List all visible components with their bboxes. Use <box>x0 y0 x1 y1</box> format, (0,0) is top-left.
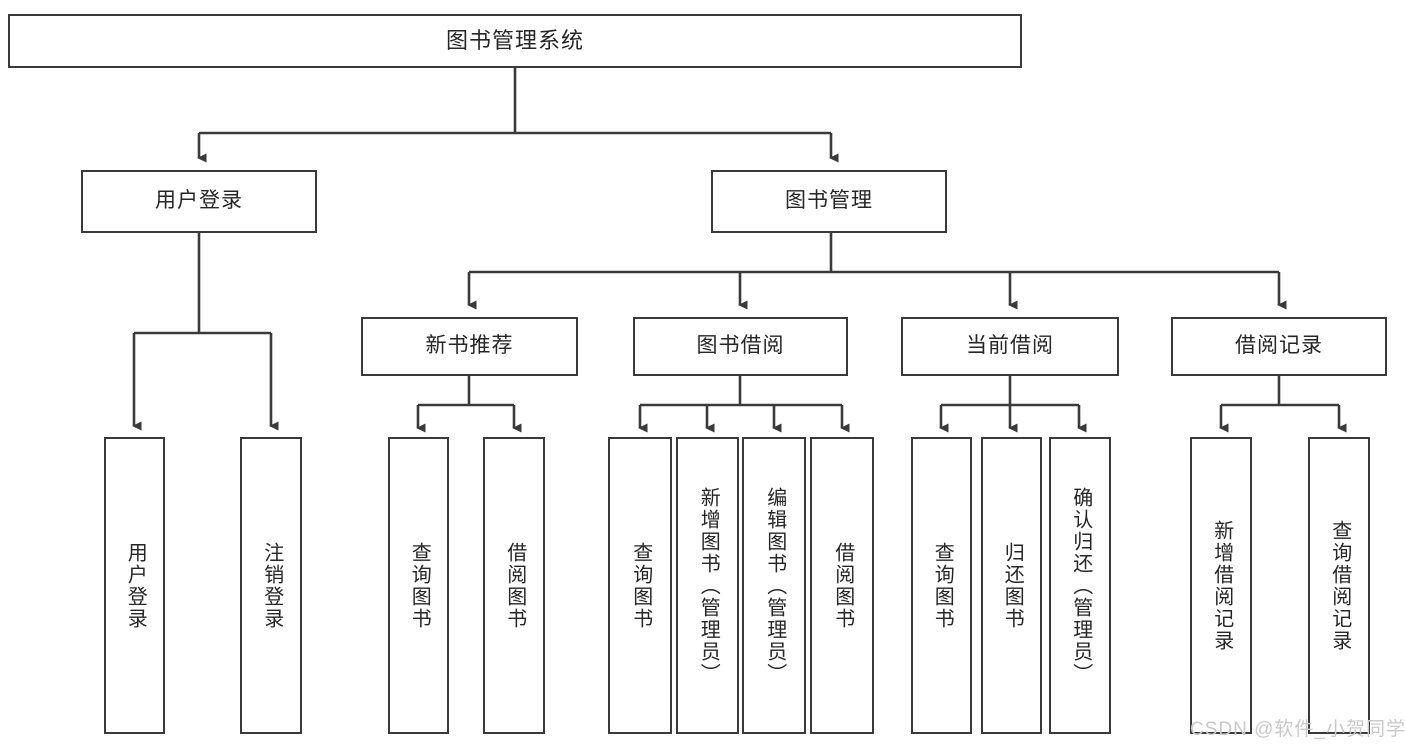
node-book-management[interactable]: 图书管理 <box>711 170 947 233</box>
node-label: 编辑图书（管理员） <box>763 486 786 685</box>
node-label: 当前借阅 <box>966 334 1054 358</box>
leaf-query-book-recommend[interactable]: 查询图书 <box>388 437 449 734</box>
node-label: 用户登录 <box>124 541 147 630</box>
leaf-query-borrow-record[interactable]: 查询借阅记录 <box>1308 437 1370 734</box>
leaf-query-book-borrow[interactable]: 查询图书 <box>608 437 672 734</box>
node-user-login[interactable]: 用户登录 <box>81 170 317 233</box>
leaf-add-book[interactable]: 新增图书（管理员） <box>676 437 739 734</box>
node-book-borrow[interactable]: 图书借阅 <box>633 317 848 376</box>
node-root-book-management-system[interactable]: 图书管理系统 <box>8 14 1022 68</box>
node-label: 借阅图书 <box>831 541 854 630</box>
csdn-watermark: CSDN @软件_小贺同学 <box>1190 719 1405 740</box>
node-label: 确认归还（管理员） <box>1069 486 1092 685</box>
node-label: 借阅记录 <box>1235 334 1323 358</box>
node-label: 查询图书 <box>408 541 431 630</box>
node-label: 图书借阅 <box>696 334 785 358</box>
leaf-return-book[interactable]: 归还图书 <box>981 437 1042 734</box>
node-label: 用户登录 <box>155 189 243 213</box>
leaf-edit-book[interactable]: 编辑图书（管理员） <box>742 437 806 734</box>
node-label: 查询图书 <box>931 541 954 630</box>
node-label: 新增借阅记录 <box>1210 519 1233 652</box>
leaf-logout-login[interactable]: 注销登录 <box>240 437 302 734</box>
leaf-query-book-current[interactable]: 查询图书 <box>911 437 972 734</box>
node-borrow-record[interactable]: 借阅记录 <box>1171 317 1387 376</box>
node-label: 归还图书 <box>1001 541 1024 630</box>
node-label: 图书管理系统 <box>445 28 584 54</box>
leaf-confirm-return[interactable]: 确认归还（管理员） <box>1049 437 1111 734</box>
node-current-borrow[interactable]: 当前借阅 <box>901 317 1119 376</box>
node-label: 借阅图书 <box>503 541 526 630</box>
leaf-user-login[interactable]: 用户登录 <box>104 437 165 734</box>
node-label: 注销登录 <box>260 541 283 630</box>
node-label: 查询图书 <box>629 541 652 630</box>
node-label: 图书管理 <box>785 189 873 213</box>
node-label: 查询借阅记录 <box>1328 519 1351 652</box>
node-new-book-recommend[interactable]: 新书推荐 <box>361 317 578 376</box>
leaf-borrow-book-recommend[interactable]: 借阅图书 <box>483 437 545 734</box>
node-label: 新增图书（管理员） <box>697 486 720 685</box>
node-label: 新书推荐 <box>425 334 514 358</box>
leaf-add-borrow-record[interactable]: 新增借阅记录 <box>1190 437 1252 734</box>
leaf-borrow-book[interactable]: 借阅图书 <box>810 437 874 734</box>
